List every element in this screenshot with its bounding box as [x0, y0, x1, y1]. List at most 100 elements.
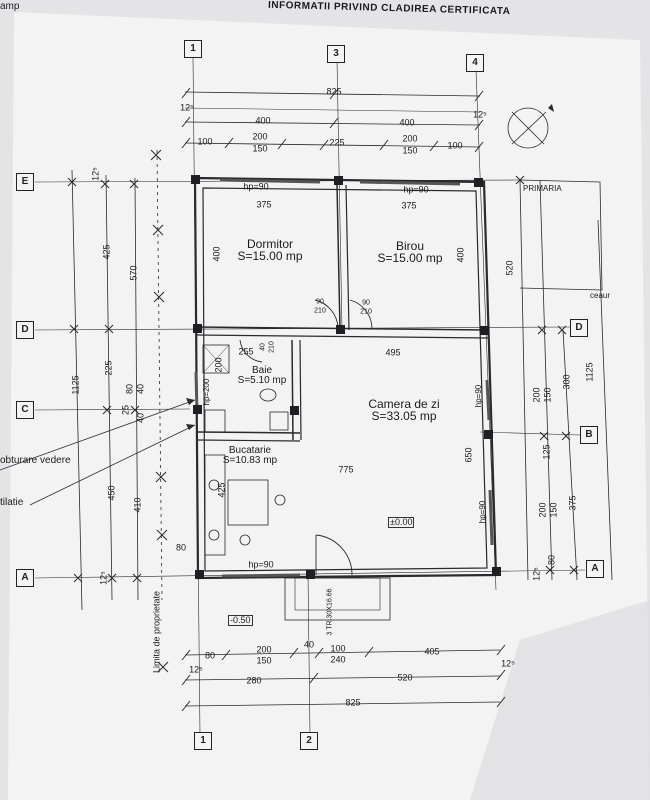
dim-label: 425 [216, 482, 227, 498]
dim-label: 40 [303, 639, 315, 650]
axis-bottom-1: 1 [194, 732, 212, 750]
dim-label: 280 [246, 675, 262, 686]
dim-label: 495 [385, 347, 401, 358]
dim-label: 200 [213, 357, 224, 373]
dim-label: 100 [447, 140, 463, 151]
dim-label: 520 [504, 260, 515, 276]
ventilatie-label: tilatie [0, 497, 24, 508]
dim-label: 450 [106, 485, 117, 501]
room-birou: Birou S=15.00 mp [377, 240, 442, 264]
dim-label: 12⁵ [180, 102, 194, 113]
dim-label: 425 [101, 244, 112, 260]
dim-label: 410 [132, 497, 143, 513]
primarie-label: PRIMARIA [523, 184, 562, 193]
dim-label: 825 [345, 697, 361, 708]
window-label: hp=90 [248, 559, 274, 570]
dim-label: 150 [548, 502, 559, 518]
obturare-label: obturare vedere [0, 455, 71, 466]
dim-label: 200 [402, 133, 418, 144]
dim-label: 12⁵ [531, 567, 542, 581]
dim-label: 40 [135, 383, 146, 395]
dim-label: 150 [252, 143, 268, 154]
dim-label: 150 [542, 387, 553, 403]
axis-left-c: C [16, 401, 34, 419]
door-label: 90 [316, 298, 324, 306]
axis-right-b: B [580, 426, 598, 444]
room-area: S=10.83 mp [222, 455, 278, 466]
dim-label: 200 [531, 387, 542, 403]
dim-label: 80 [175, 542, 187, 553]
dim-label: 825 [326, 86, 342, 97]
dim-label: 240 [330, 654, 346, 665]
window-label: hp=90 [403, 184, 429, 195]
axis-top-4: 4 [466, 54, 484, 72]
room-name: Birou [395, 239, 425, 253]
dim-label: 150 [256, 655, 272, 666]
axis-right-d: D [570, 319, 588, 337]
room-name: Dormitor [246, 237, 294, 251]
door-label: 210 [314, 307, 326, 315]
door-label: 210 [360, 308, 372, 316]
room-name: Camera de zi [368, 397, 440, 411]
ceaur-label: ceaur [590, 291, 611, 300]
axis-right-a: A [586, 560, 604, 578]
door-label: 40 [259, 343, 267, 351]
dim-label: 12⁵ [90, 167, 101, 181]
dim-label: 100 [330, 643, 346, 654]
dim-label: 300 [561, 374, 572, 390]
paper-sheet [8, 12, 650, 800]
axis-top-3: 3 [327, 45, 345, 63]
room-camera-de-zi: Camera de zi S=33.05 mp [368, 398, 439, 422]
dim-label: 1125 [70, 375, 81, 395]
dim-label: 400 [399, 117, 415, 128]
axis-left-d: D [16, 321, 34, 339]
dim-label: 375 [401, 200, 417, 211]
dim-label: 80 [124, 383, 135, 395]
dim-label: 200 [256, 644, 272, 655]
axis-top-1: 1 [184, 40, 202, 58]
dim-label: 400 [255, 115, 271, 126]
dim-label: 255 [238, 346, 254, 357]
dim-label: 405 [424, 646, 440, 657]
room-area: S=5.10 mp [237, 375, 287, 386]
dim-label: 100 [197, 136, 213, 147]
axis-bottom-2: 2 [300, 732, 318, 750]
dim-label: 400 [211, 246, 222, 262]
property-limit-label: Limita de proprietate [151, 590, 162, 674]
axis-left-a: A [16, 569, 34, 587]
dim-label: 40 [135, 412, 146, 424]
dim-label: 570 [128, 265, 139, 281]
room-bucatarie: Bucatarie S=10.83 mp [223, 446, 277, 466]
window-label: hp=200 [202, 378, 211, 406]
dim-label: 80 [204, 650, 216, 661]
dim-label: 200 [252, 131, 268, 142]
level-minus-label: -0.50 [228, 615, 253, 626]
room-area: S=33.05 mp [371, 409, 437, 423]
level-zero-label: ±0.00 [388, 517, 415, 528]
room-dormitor: Dormitor S=15.00 mp [237, 238, 302, 262]
dim-label: 400 [455, 247, 466, 263]
door-label: 90 [362, 299, 370, 307]
dim-label: 12⁵ [473, 109, 487, 120]
room-area: S=15.00 mp [237, 249, 303, 263]
room-name: Bucatarie [228, 445, 272, 456]
dim-label: 775 [338, 464, 354, 475]
room-area: S=15.00 mp [377, 251, 443, 265]
dim-label: 80 [546, 554, 557, 566]
stairs-label: 3 TR.30X16.66 [326, 588, 334, 636]
corner-text: amp [0, 1, 20, 12]
dim-label: 12⁵ [501, 658, 515, 669]
dim-label: 520 [397, 672, 413, 683]
window-label: hp=90 [474, 384, 483, 408]
room-name: Baie [251, 365, 272, 376]
dim-label: 375 [256, 199, 272, 210]
dim-label: 650 [463, 447, 474, 463]
axis-left-e: E [16, 173, 34, 191]
dim-label: 150 [402, 145, 418, 156]
door-label: 210 [268, 341, 276, 353]
dim-label: 225 [103, 360, 114, 376]
dim-label: 25 [120, 404, 131, 416]
dim-label: 125 [541, 444, 552, 460]
dim-label: 225 [329, 137, 345, 148]
